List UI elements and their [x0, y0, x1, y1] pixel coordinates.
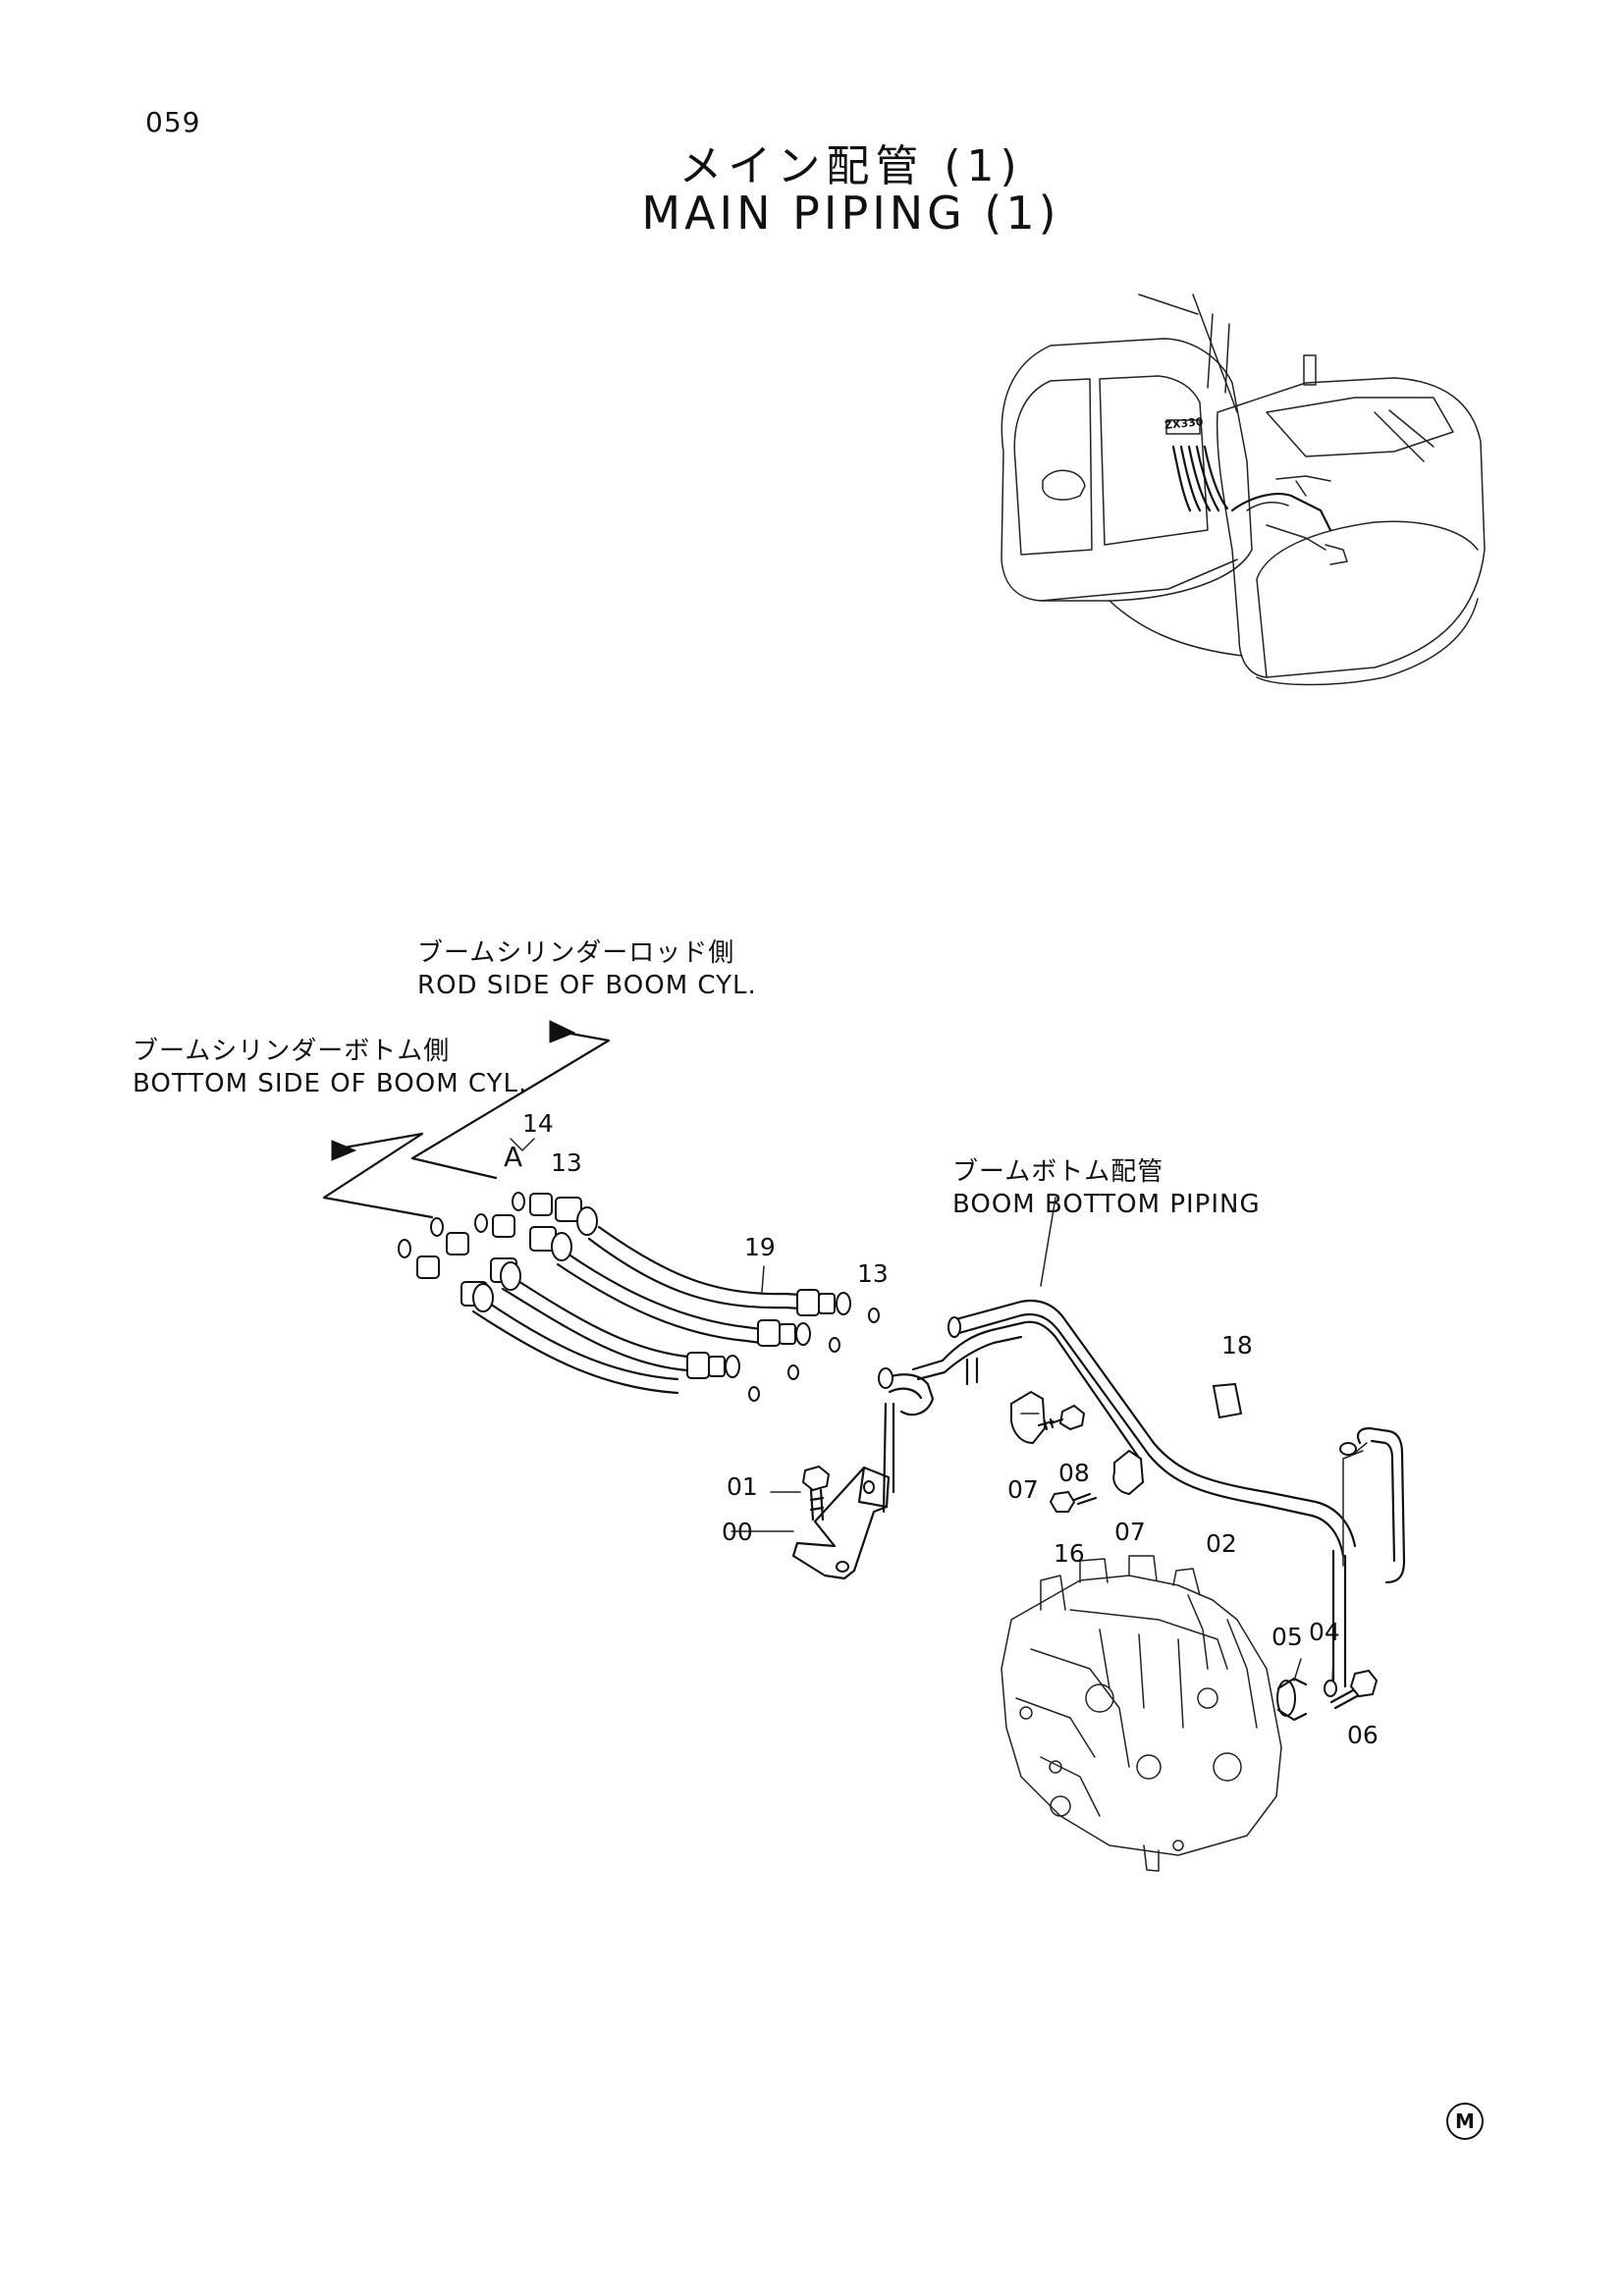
rod-side-caption-en: ROD SIDE OF BOOM CYL. — [417, 970, 757, 1000]
title-japanese: メイン配管 (1) — [678, 141, 1023, 191]
part-label-02: 02 — [1206, 1529, 1237, 1558]
part-label-05: 05 — [1271, 1623, 1303, 1651]
part-label-01: 01 — [727, 1472, 758, 1501]
bottom-side-caption: ブームシリンダーボトム側 BOTTOM SIDE OF BOOM CYL. — [133, 1036, 527, 1099]
clamps — [1010, 1382, 1243, 1513]
part-label-00: 00 — [722, 1518, 753, 1546]
page-number: 059 — [145, 106, 201, 138]
detail-label-a: A — [504, 1141, 523, 1173]
part-label-04: 04 — [1309, 1618, 1340, 1646]
part-label-13-upper: 13 — [551, 1148, 582, 1177]
part-label-16: 16 — [1054, 1539, 1085, 1568]
steel-pipe — [878, 1299, 1406, 1688]
bottom-side-caption-en: BOTTOM SIDE OF BOOM CYL. — [133, 1068, 528, 1098]
hose-group — [398, 1192, 880, 1402]
label-leaders — [730, 1265, 1334, 1682]
boom-bottom-caption-jp: ブームボトム配管 — [952, 1157, 1164, 1187]
part-label-08: 08 — [1058, 1459, 1090, 1487]
part-label-13-lower: 13 — [857, 1259, 889, 1288]
excavator-overview — [1001, 294, 1486, 686]
part-label-06: 06 — [1347, 1721, 1379, 1749]
bracket — [791, 1402, 895, 1580]
boom-bottom-caption: ブームボトム配管 BOOM BOTTOM PIPING — [952, 1156, 1261, 1220]
part-label-19: 19 — [744, 1233, 776, 1261]
part-label-14: 14 — [522, 1109, 554, 1138]
part-label-07-right: 07 — [1114, 1518, 1146, 1546]
rod-side-caption-jp: ブームシリンダーロッド側 — [417, 938, 735, 968]
maker-mark-icon: M — [1446, 2103, 1484, 2140]
control-valve — [1001, 1555, 1379, 1872]
part-label-07-left: 07 — [1007, 1475, 1039, 1504]
rod-side-caption: ブームシリンダーロッド側 ROD SIDE OF BOOM CYL. — [417, 937, 757, 1001]
part-label-18: 18 — [1221, 1331, 1253, 1360]
boom-bottom-caption-en: BOOM BOTTOM PIPING — [952, 1189, 1261, 1219]
title-english: MAIN PIPING (1) — [641, 187, 1060, 240]
caption-leaders — [322, 1020, 1056, 1287]
bottom-side-caption-jp: ブームシリンダーボトム側 — [133, 1037, 451, 1066]
